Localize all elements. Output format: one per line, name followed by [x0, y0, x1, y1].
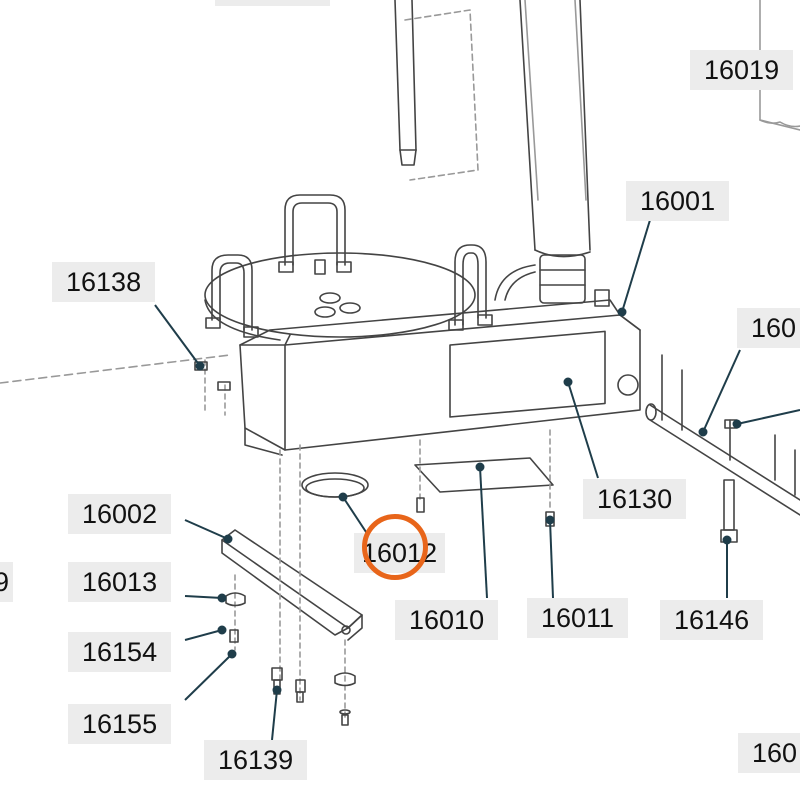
round-plate [204, 252, 476, 341]
callout-16154: 16154 [68, 632, 172, 672]
callout-16130: 16130 [583, 479, 687, 519]
u-bolts [205, 194, 493, 338]
callout-160-bottom: 160 [738, 733, 800, 773]
side-bar [645, 354, 800, 543]
callout-16001: 16001 [626, 181, 730, 221]
bottom-beam [221, 529, 363, 641]
callout-160-right: 160 [737, 308, 800, 348]
callout-16155: 16155 [68, 704, 172, 744]
ring-gasket [301, 472, 369, 498]
upper-rod [394, 0, 417, 166]
callout-16146: 16146 [660, 600, 764, 640]
callout-16011: 16011 [527, 598, 629, 638]
callout-16013: 16013 [68, 562, 172, 602]
highlight-circle-icon [362, 514, 428, 580]
callout-16019: 16019 [690, 50, 794, 90]
pole [519, 0, 591, 304]
callout-16002: 16002 [68, 494, 172, 534]
callout-16139: 16139 [204, 740, 308, 780]
main-housing [239, 299, 641, 456]
callout-9-left: 9 [0, 562, 14, 602]
callout-16138: 16138 [52, 262, 156, 302]
callout-16010: 16010 [395, 600, 499, 640]
cover-plate [414, 457, 554, 493]
